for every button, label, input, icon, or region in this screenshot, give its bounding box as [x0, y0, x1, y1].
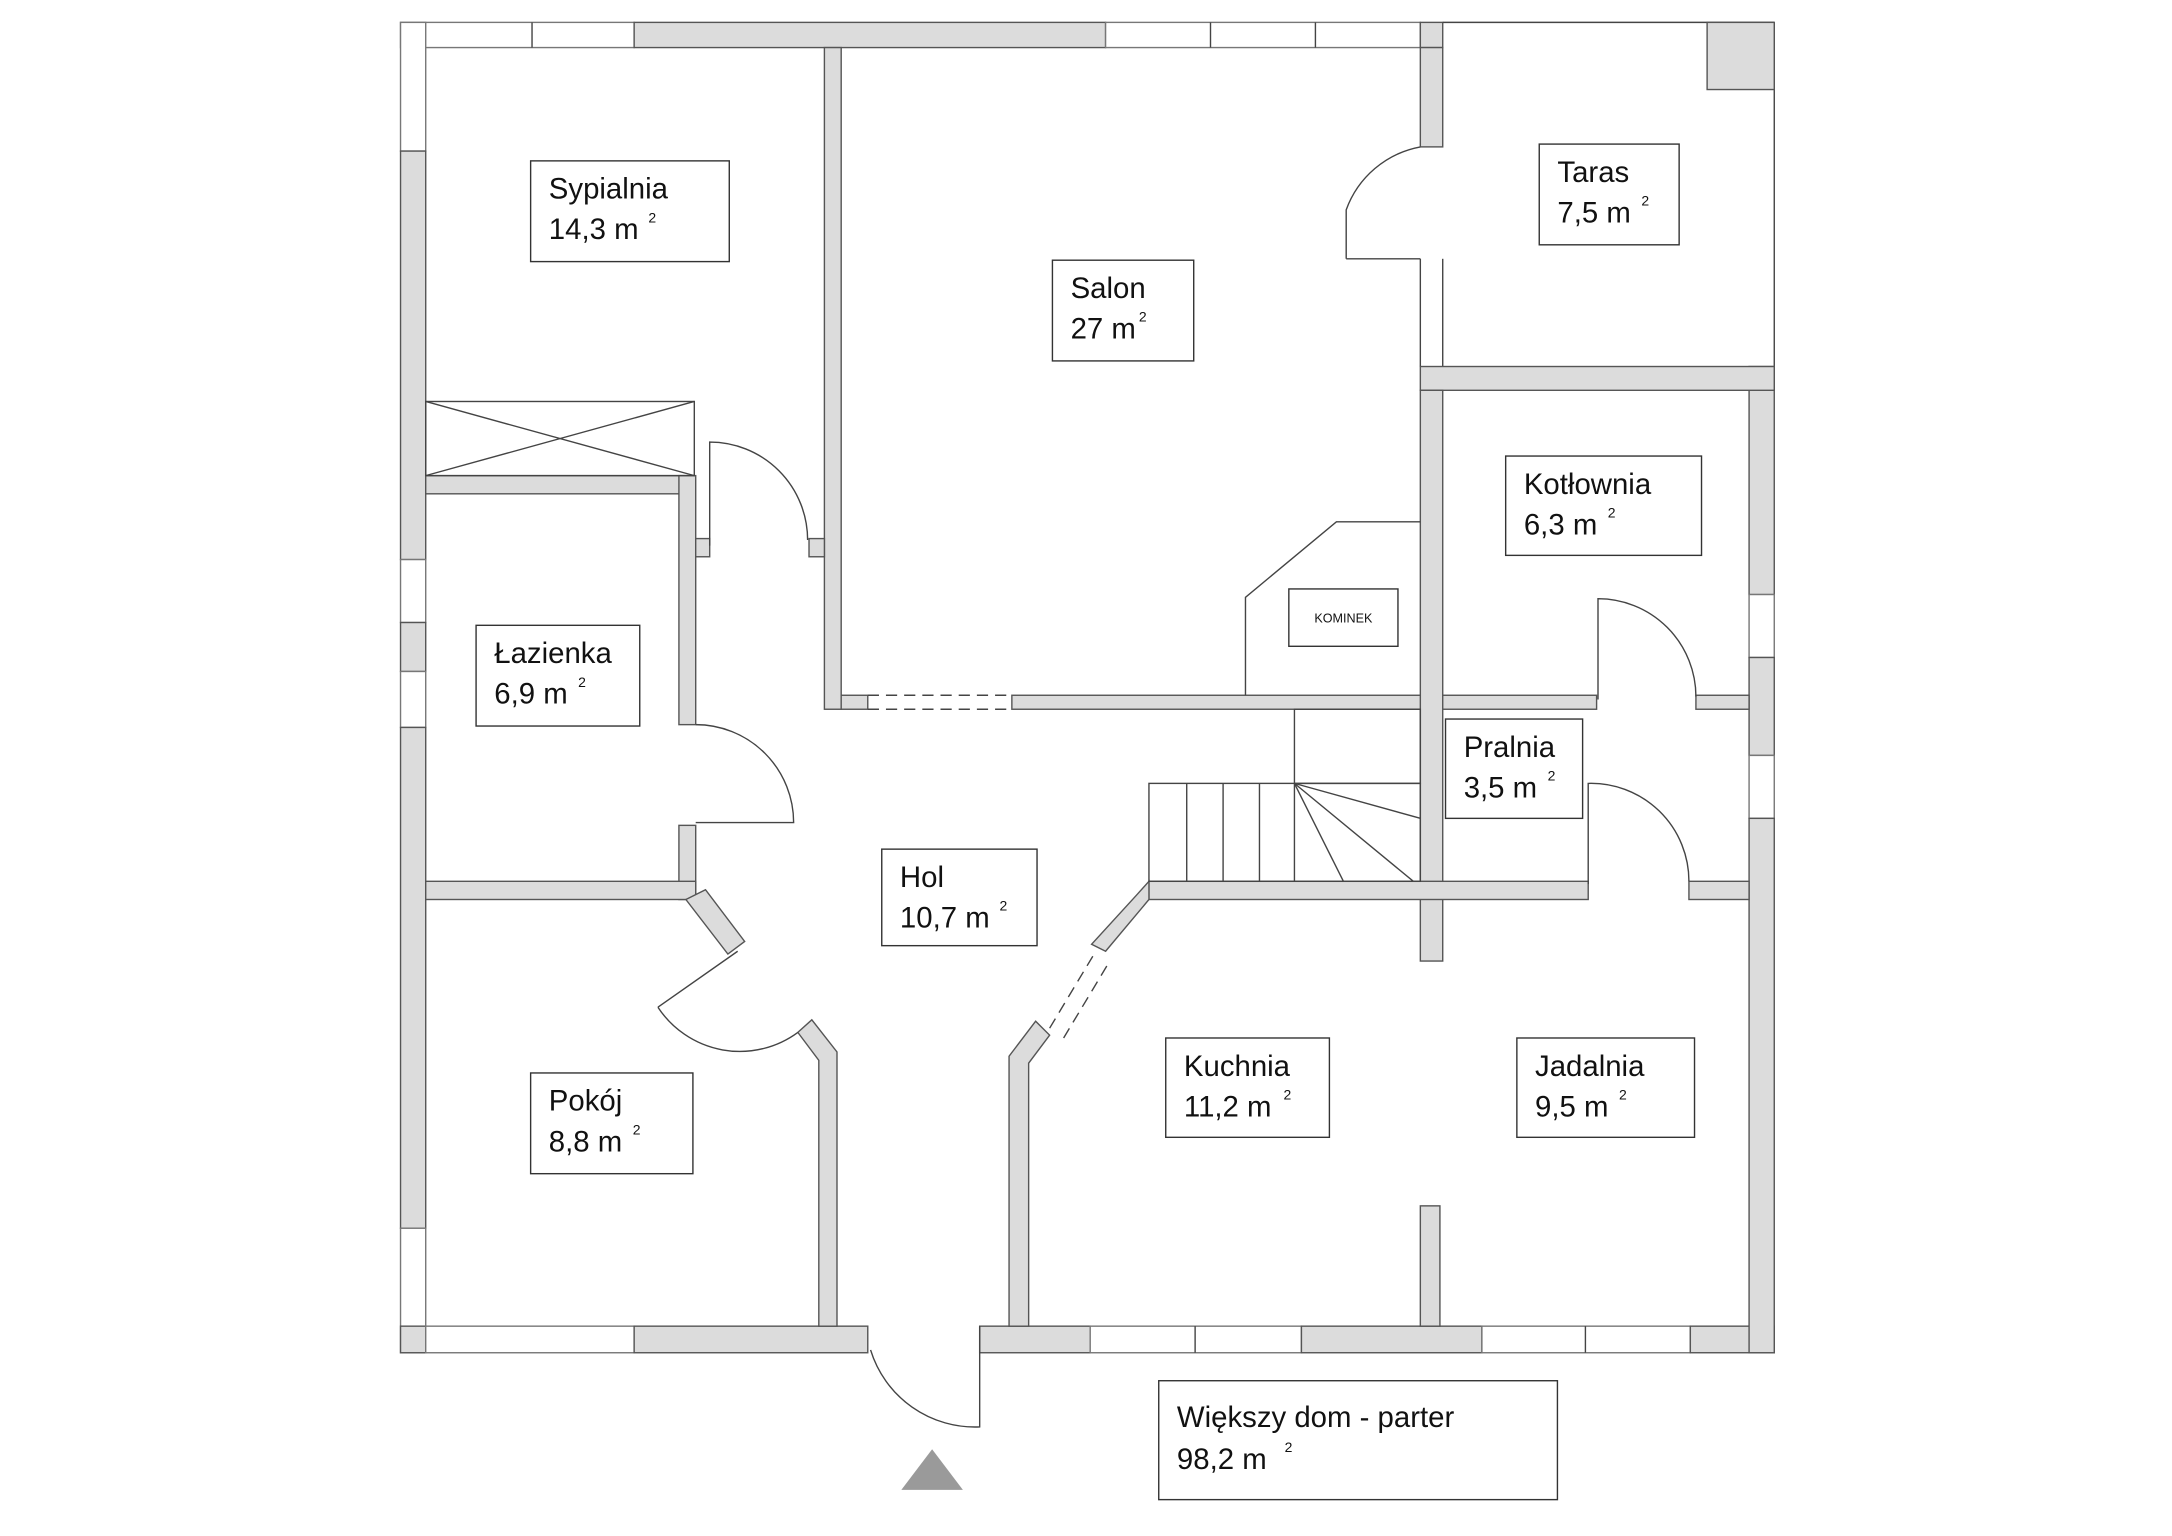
room-area-sup: 2 [633, 1122, 641, 1138]
room-label-box [529, 160, 730, 263]
entrance-marker-icon [901, 1449, 963, 1490]
room-area: 27 m [1071, 313, 1136, 346]
room-name: Sypialnia [549, 173, 669, 206]
fireplace-label: KOMINEK [1314, 612, 1373, 626]
room-area: 14,3 m [549, 213, 639, 246]
room-name: Salon [1071, 272, 1146, 305]
room-area-sup: 2 [578, 674, 586, 690]
room-area: 6,3 m [1524, 508, 1597, 541]
plan-title: Większy dom - parter 98,2 m 2 [1158, 1380, 1559, 1501]
room-name: Jadalnia [1535, 1050, 1645, 1083]
room-area: 10,7 m [900, 901, 990, 934]
room-label-box [1504, 455, 1703, 557]
room-area-sup: 2 [1284, 1087, 1292, 1103]
room-label: Jadalnia 9,5 m 2 [1516, 1037, 1696, 1139]
room-name: Hol [900, 861, 944, 894]
room-label: Kotłownia 6,3 m 2 [1504, 455, 1703, 557]
walls [399, 21, 1775, 1354]
room-label: Kuchnia 11,2 m 2 [1165, 1037, 1331, 1139]
wardrobe [425, 400, 696, 477]
plan-title-name: Większy dom - parter [1177, 1401, 1455, 1434]
room-label-box [529, 1072, 694, 1175]
room-label: Taras 7,5 m 2 [1538, 143, 1680, 246]
room-label-box [475, 624, 641, 727]
room-label-box [1165, 1037, 1331, 1139]
room-name: Kotłownia [1524, 468, 1652, 501]
room-area-sup: 2 [648, 209, 656, 225]
room-area: 11,2 m [1184, 1090, 1272, 1123]
room-area-sup: 2 [1608, 505, 1616, 521]
terrace-pillar [1706, 21, 1775, 91]
room-area-sup: 2 [1548, 768, 1556, 784]
stairs [1148, 708, 1422, 883]
room-area-sup: 2 [1000, 898, 1008, 914]
room-label: Pokój 8,8 m 2 [529, 1072, 694, 1175]
room-name: Taras [1557, 156, 1629, 189]
room-name: Kuchnia [1184, 1050, 1291, 1083]
room-label: Łazienka 6,9 m 2 [475, 624, 641, 727]
room-label-box [1538, 143, 1680, 246]
room-area: 6,9 m [494, 678, 567, 711]
fireplace: KOMINEK [1244, 521, 1421, 696]
room-label-box [1444, 718, 1584, 820]
room-area: 3,5 m [1464, 771, 1537, 804]
room-area: 8,8 m [549, 1125, 622, 1158]
doors [657, 146, 1697, 1428]
room-label-box [1051, 259, 1195, 362]
room-label-box [881, 848, 1038, 947]
room-area-sup: 2 [1139, 309, 1147, 325]
room-label: Sypialnia 14,3 m 2 [529, 160, 730, 263]
room-label: Hol 10,7 m 2 [881, 848, 1038, 947]
room-label-box [1516, 1037, 1696, 1139]
room-name: Łazienka [494, 637, 612, 670]
room-area: 9,5 m [1535, 1090, 1608, 1123]
plan-title-area: 98,2 m [1177, 1443, 1267, 1476]
plan-title-sup: 2 [1285, 1439, 1293, 1455]
room-area: 7,5 m [1557, 196, 1630, 229]
room-name: Pokój [549, 1085, 622, 1118]
room-label: Pralnia 3,5 m 2 [1444, 718, 1584, 820]
room-name: Pralnia [1464, 731, 1556, 764]
room-area-sup: 2 [1641, 193, 1649, 209]
room-area-sup: 2 [1619, 1087, 1627, 1103]
